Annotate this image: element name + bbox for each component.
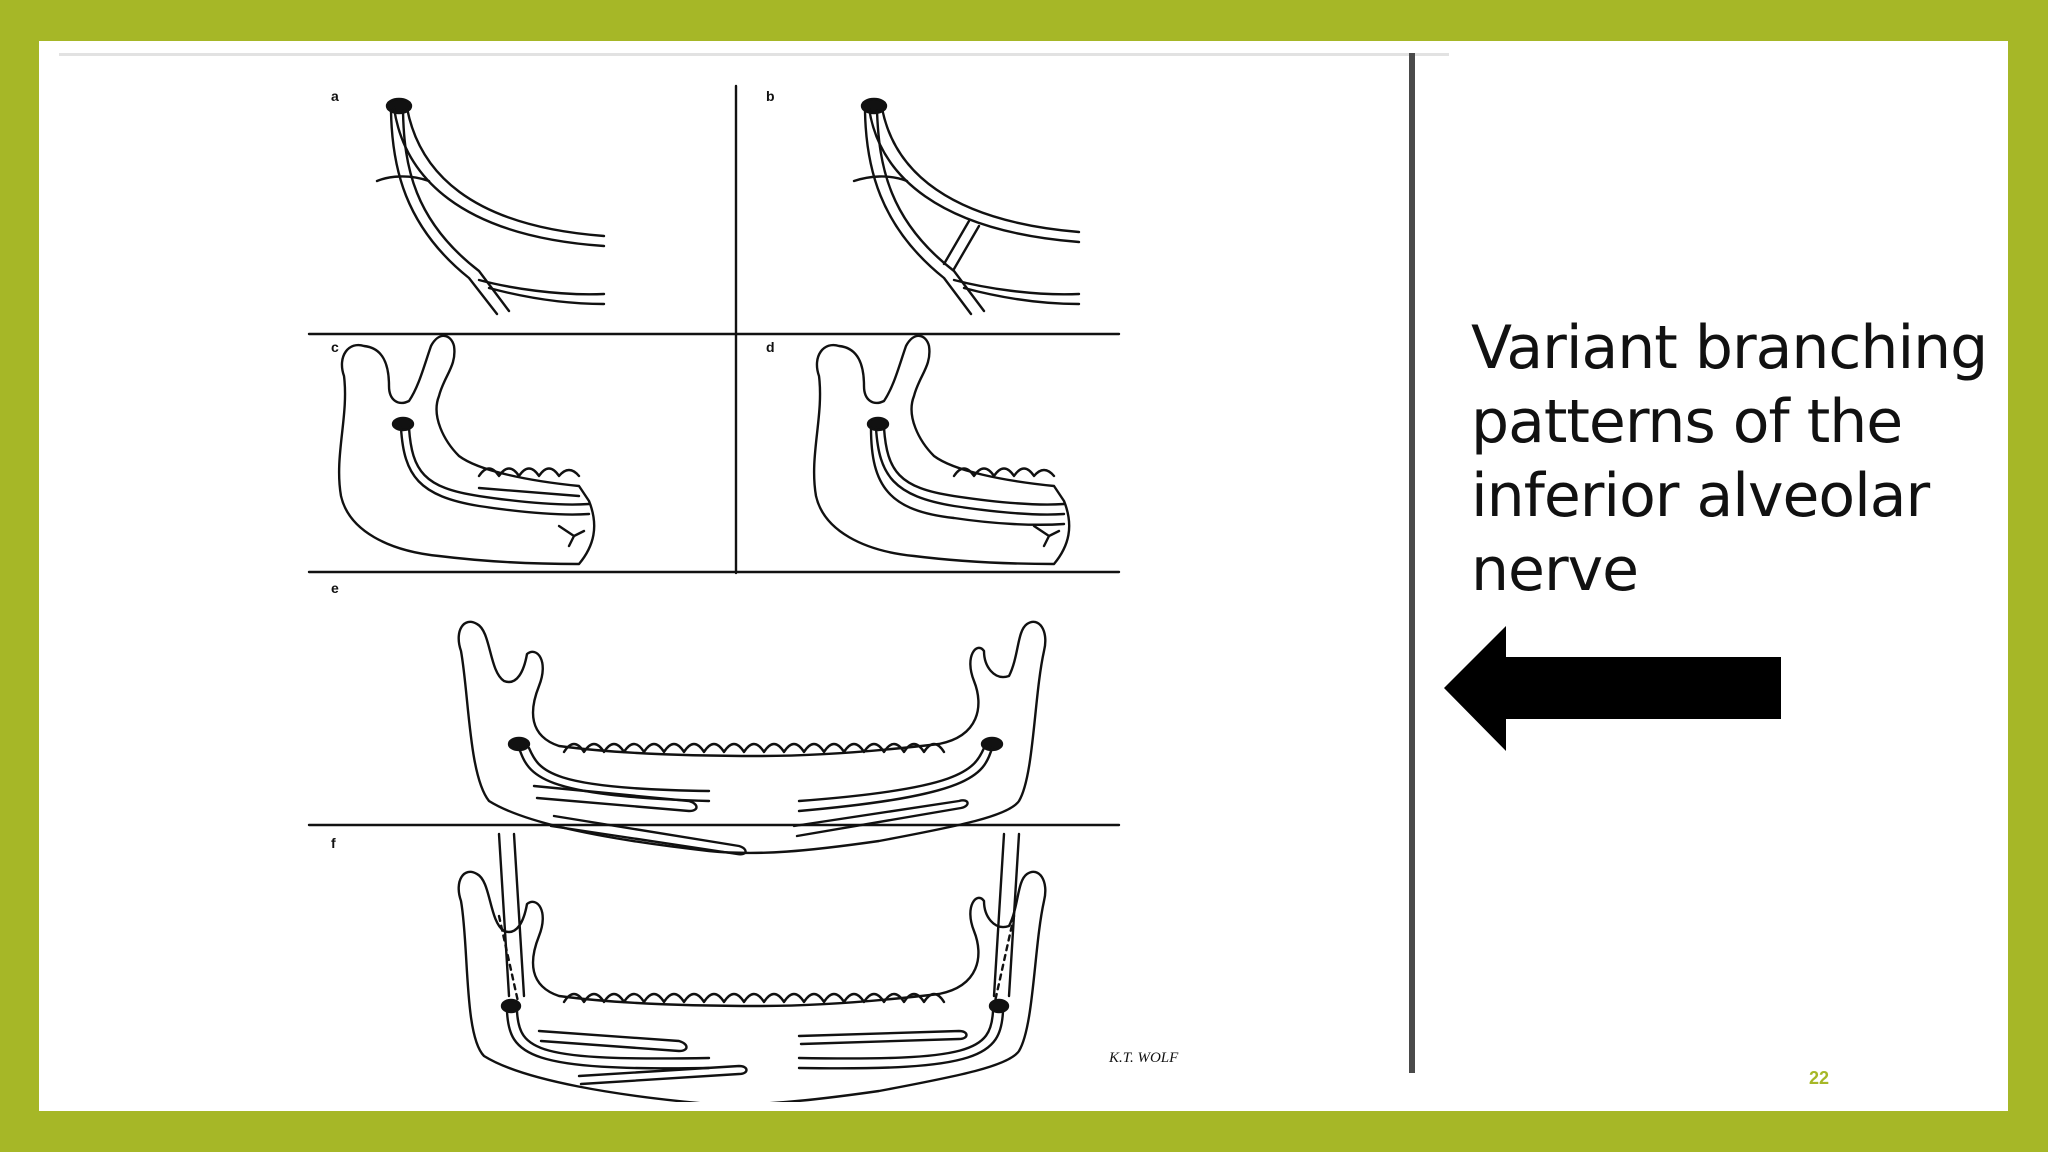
panel-c-drawing (337, 334, 596, 566)
panel-a-drawing (375, 97, 606, 316)
nerve-diagram-svg: a b c d e f K.T. WOLF (307, 84, 1179, 1102)
panel-label-d: d (766, 339, 775, 355)
panel-e-drawing (457, 620, 1047, 856)
panel-label-f: f (331, 835, 336, 851)
slide-title: Variant branching patterns of the inferi… (1471, 313, 1988, 605)
panel-label-c: c (331, 339, 339, 355)
artist-signature: K.T. WOLF (1108, 1050, 1179, 1066)
panel-f-drawing (457, 832, 1047, 1102)
vertical-divider (1409, 53, 1415, 1073)
panel-d-drawing (812, 334, 1071, 566)
nerve-figure: a b c d e f K.T. WOLF (59, 53, 1449, 1102)
left-arrow-icon (1444, 626, 1781, 751)
panel-label-a: a (331, 88, 339, 104)
panel-b-drawing (852, 97, 1081, 316)
slide: a b c d e f K.T. WOLF Variant branching … (39, 41, 2008, 1111)
panel-label-b: b (766, 88, 775, 104)
page-number: 22 (1809, 1068, 1830, 1088)
panel-label-e: e (331, 580, 339, 596)
